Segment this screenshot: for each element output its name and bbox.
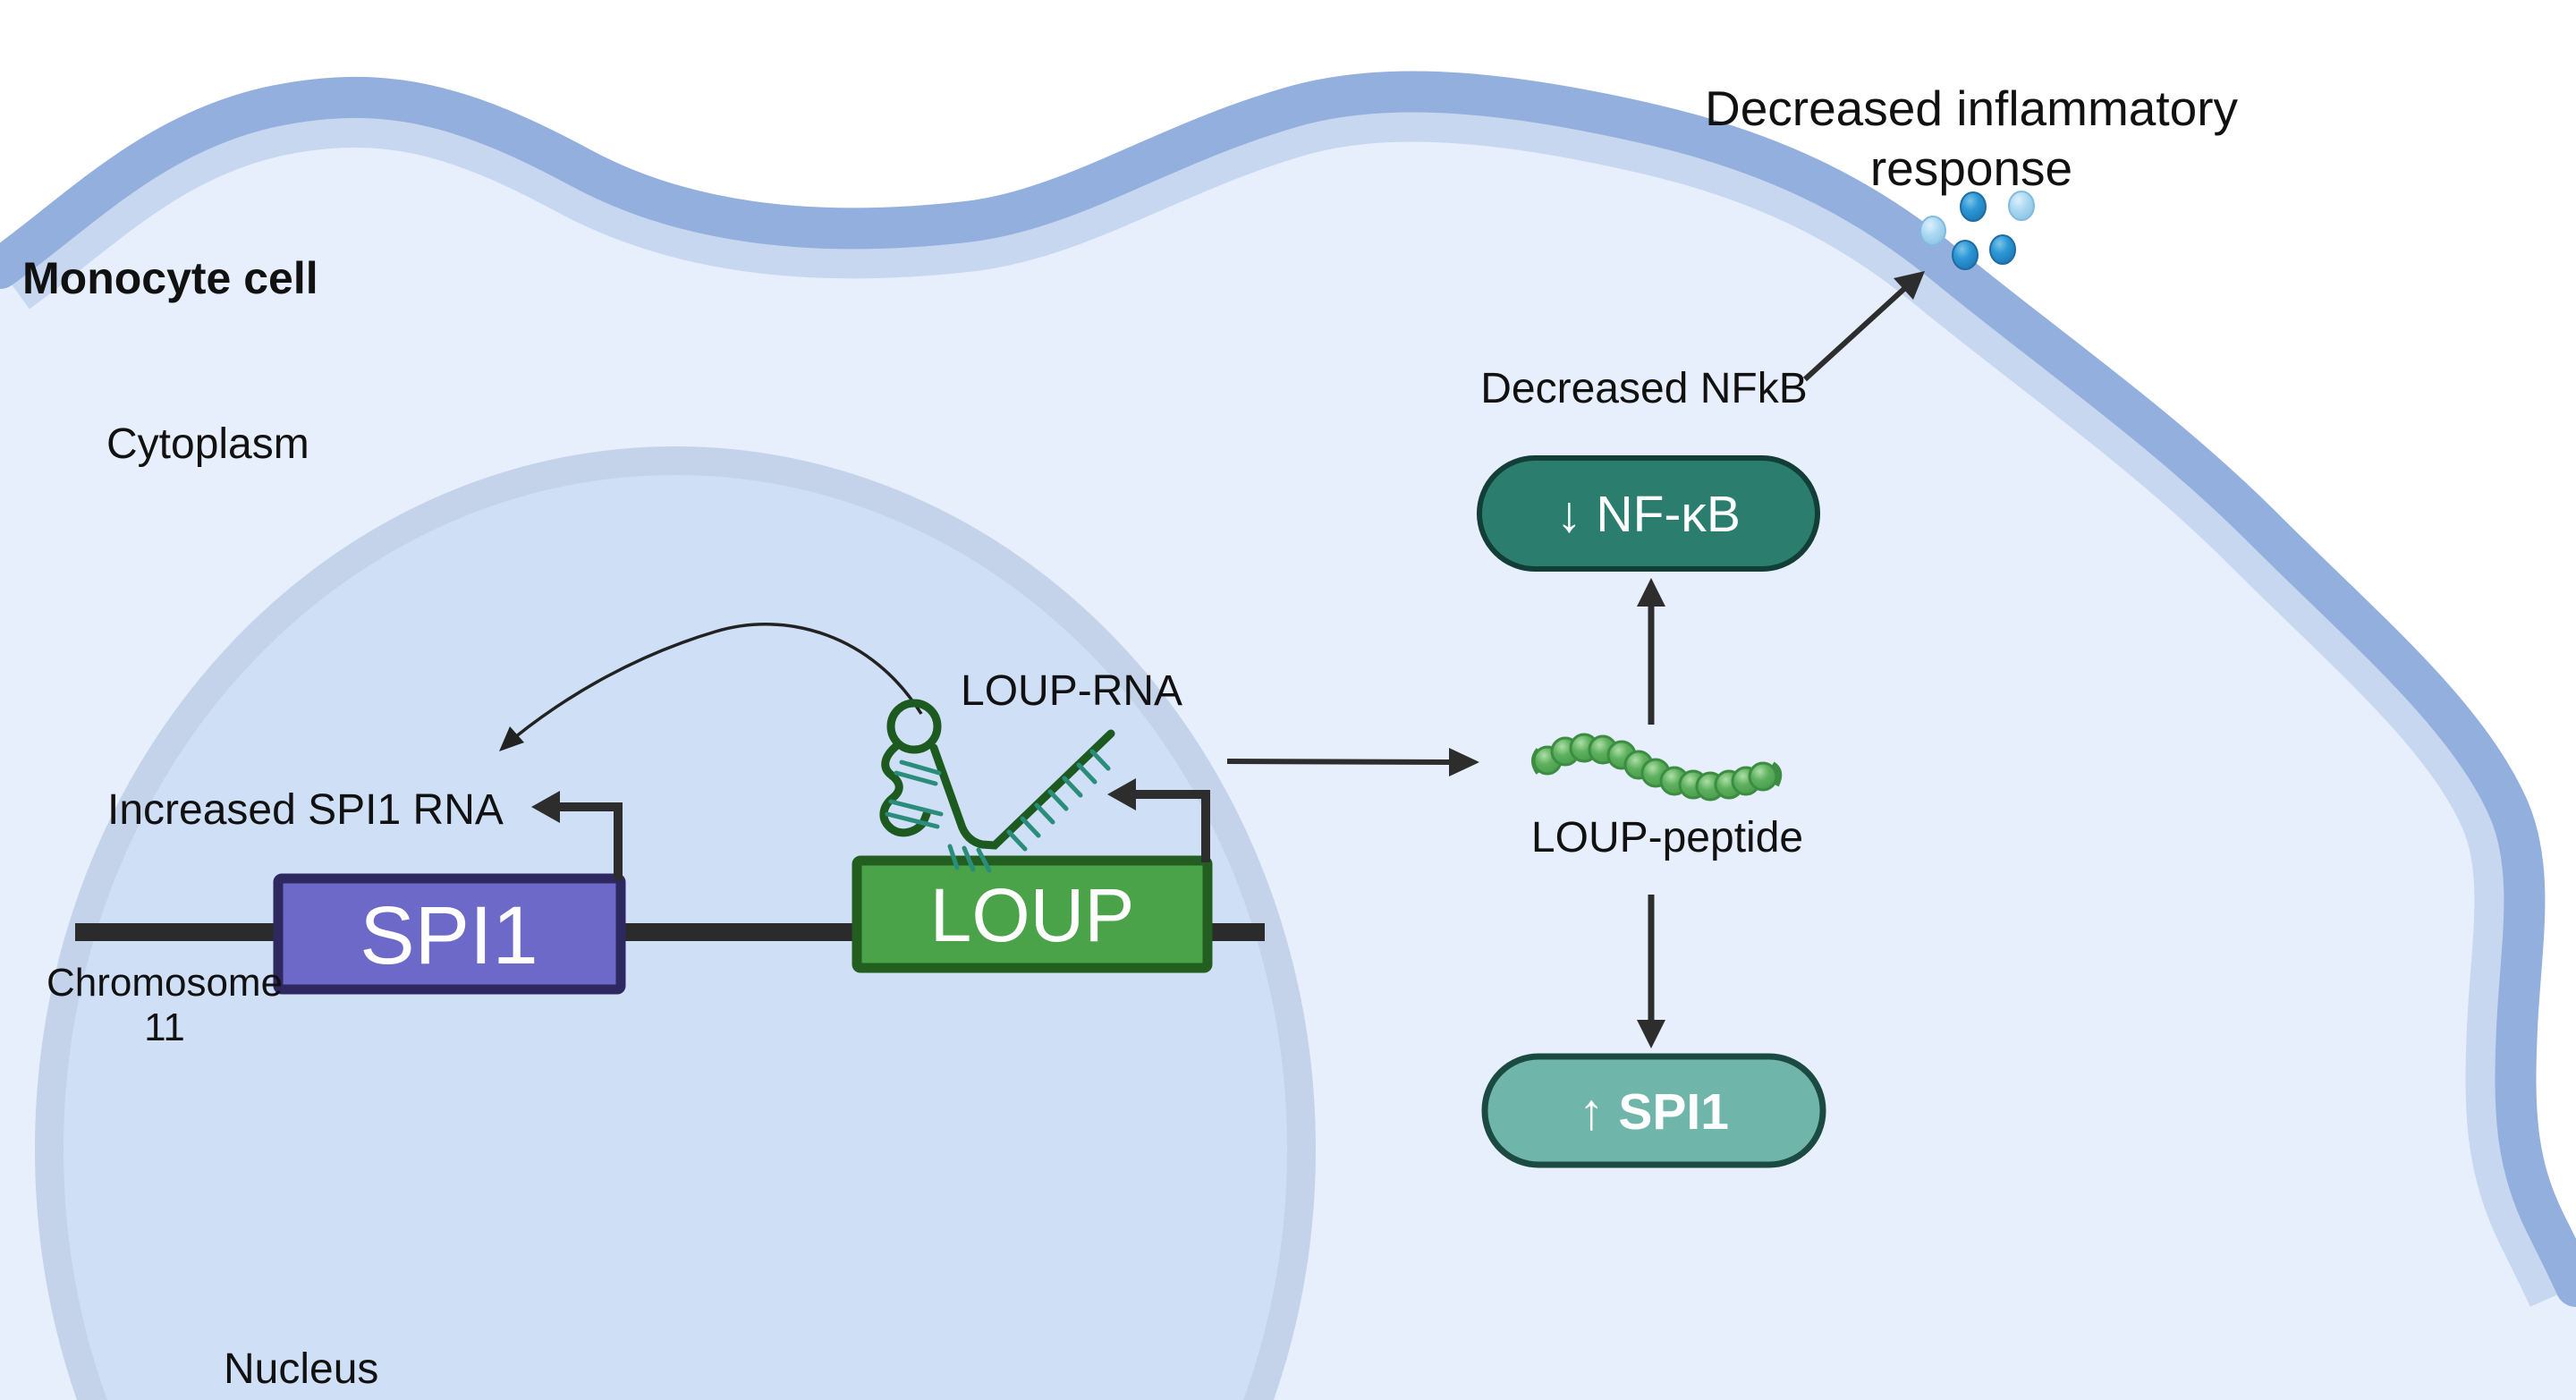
nucleus-label: Nucleus — [224, 1345, 378, 1393]
secreted-vesicle-dots-icon — [1919, 191, 2035, 270]
secreted-dot-dark — [1952, 240, 1979, 270]
outcome-title-line2: response — [1870, 140, 2072, 196]
rna-hairpin-icon — [879, 699, 1115, 873]
cytoplasm-label: Cytoplasm — [106, 420, 309, 468]
loup-peptide-label: LOUP-peptide — [1531, 814, 1803, 861]
chromosome-label-line2: 11 — [144, 1005, 185, 1049]
spi1-pill-label: ↑ SPI1 — [1579, 1083, 1729, 1141]
arrow-rna-to-peptide — [1226, 748, 1479, 776]
loup-gene-box — [852, 855, 1213, 973]
curved-regulation-arrow — [499, 623, 923, 751]
transcription-arrow-spi1-icon — [531, 791, 623, 880]
secreted-dot-dark — [1989, 234, 2016, 265]
arrow-peptide-to-spi1 — [1637, 895, 1665, 1048]
secretion-arrow — [1802, 271, 1925, 382]
spi1-gene-label: SPI1 — [360, 890, 538, 981]
transcription-arrow-loup-icon — [1107, 778, 1210, 862]
increased-spi1-rna-label: Increased SPI1 RNA — [107, 786, 504, 834]
plasma-membrane — [0, 71, 2576, 1307]
peptide-bead — [1748, 761, 1778, 792]
spi1-gene-box — [273, 873, 626, 995]
loup-gene-label: LOUP — [930, 873, 1135, 957]
decreased-nfkb-label: Decreased NFkB — [1480, 365, 1807, 412]
monocyte-cell-label: Monocyte cell — [22, 253, 318, 303]
secreted-dot-light — [2008, 191, 2035, 221]
nfkb-pill — [1477, 455, 1820, 572]
chromosome-label-line1: Chromosome — [47, 961, 283, 1005]
bead-chain-icon — [1531, 733, 1783, 802]
outcome-title-line1: Decreased inflammatory — [1705, 81, 2239, 136]
spi1-pill — [1481, 1053, 1826, 1168]
nfkb-pill-label: ↓ NF-κB — [1556, 486, 1741, 543]
secreted-dot-light — [1919, 216, 1946, 246]
arrow-peptide-to-nfkb — [1637, 578, 1665, 725]
secreted-dot-dark — [1960, 191, 1987, 222]
loup-rna-label: LOUP-RNA — [961, 667, 1182, 715]
